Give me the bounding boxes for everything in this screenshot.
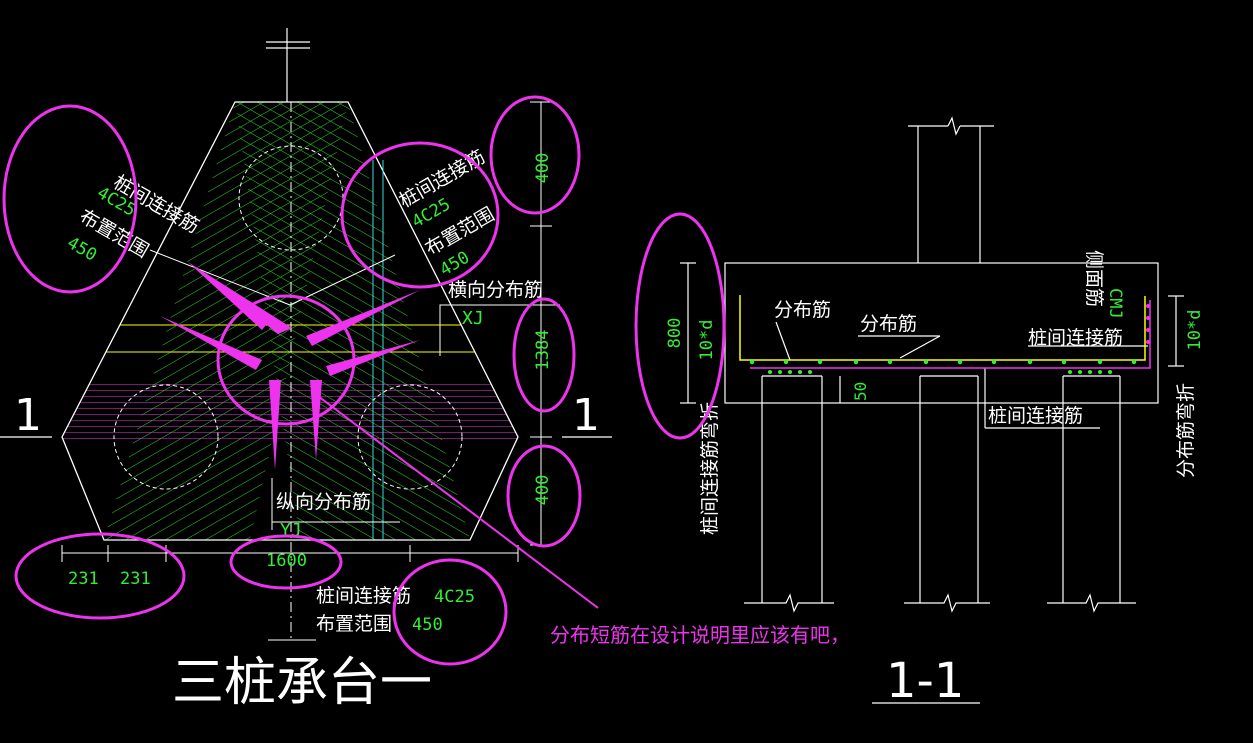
dim-bend-right: 10*d xyxy=(1185,310,1205,351)
plan-view: 1 1 400 1384 400 231 231 1600 xyxy=(0,28,612,713)
side-rebar-dot xyxy=(1146,328,1150,332)
column-break-symbol xyxy=(266,28,310,102)
rebar-dot xyxy=(1108,370,1112,374)
rebar-dot xyxy=(778,370,782,374)
bend-left-label: 桩间连接筋弯折 xyxy=(699,402,721,535)
rebar-dot xyxy=(1061,359,1067,365)
dim-left-a: 231 xyxy=(68,569,99,589)
rebar-dot xyxy=(887,359,893,365)
side-rebar-dot xyxy=(1146,340,1150,344)
review-arrows xyxy=(160,262,420,470)
svg-text:1: 1 xyxy=(14,390,42,441)
pile-cap-outline xyxy=(61,101,519,541)
side-rebar-dot xyxy=(1146,304,1150,308)
rebar-dots xyxy=(749,304,1150,374)
rebar-dot xyxy=(788,370,792,374)
dim-middle: 1384 xyxy=(533,330,553,371)
bottom-conn-label: 桩间连接筋 xyxy=(316,585,411,607)
side-rebar-dot xyxy=(1146,316,1150,320)
svg-text:1: 1 xyxy=(572,390,600,441)
section-mark-left: 1 xyxy=(0,390,52,441)
rebar-dot xyxy=(991,359,997,365)
xj-label: XJ xyxy=(462,308,484,329)
rebar-dot xyxy=(1097,359,1103,365)
rebar-dot xyxy=(768,370,772,374)
bottom-range-value: 450 xyxy=(412,615,443,635)
side-code: CMJ xyxy=(1105,288,1125,319)
dim-left-b: 231 xyxy=(120,569,151,589)
dist-label-1: 分布筋 xyxy=(774,299,831,321)
rebar-dot xyxy=(783,359,789,365)
longitudinal-label: 纵向分布筋 xyxy=(276,491,371,513)
conn-top-label: 桩间连接筋 xyxy=(1028,327,1123,349)
plan-title: 三桩承台一 xyxy=(172,653,432,713)
side-label: 侧面筋 xyxy=(1083,250,1105,307)
rebar-dot xyxy=(957,359,963,365)
rebar-dot xyxy=(853,359,859,365)
left-range-value: 450 xyxy=(64,233,101,266)
rebar-dot xyxy=(1131,359,1137,365)
conn-bottom-label: 桩间连接筋 xyxy=(988,405,1083,427)
dim-bottom: 400 xyxy=(533,475,553,506)
rebar-dot xyxy=(749,359,755,365)
section-title: 1-1 xyxy=(886,653,964,709)
dim-top: 400 xyxy=(533,153,553,184)
bend-right-label: 分布筋弯折 xyxy=(1175,383,1197,478)
rebar-dot xyxy=(1088,370,1092,374)
rebar-dot xyxy=(798,370,802,374)
horizontal-dimension xyxy=(61,545,519,562)
dim-bend-left: 10*d xyxy=(697,320,717,361)
review-comment: 分布短筋在设计说明里应该有吧， xyxy=(550,623,850,647)
rebar-dot xyxy=(808,370,812,374)
rebar-dot xyxy=(1068,370,1072,374)
section-mark-right: 1 xyxy=(562,390,612,441)
bottom-conn-spec: 4C25 xyxy=(434,587,475,607)
rebar-dot xyxy=(817,359,823,365)
bottom-range-label: 布置范围 xyxy=(316,613,392,635)
rebar-dot xyxy=(1027,359,1033,365)
dim-height: 800 xyxy=(665,318,685,349)
pile-left xyxy=(113,384,219,490)
review-markup xyxy=(2,95,726,666)
pile-right xyxy=(357,384,463,490)
transverse-label: 横向分布筋 xyxy=(448,279,543,301)
rebar-dot xyxy=(1098,370,1102,374)
dist-label-2: 分布筋 xyxy=(860,313,917,335)
section-view: 800 10*d 桩间连接筋弯折 分布筋 分布筋 桩间连接筋 侧面筋 CMJ 1… xyxy=(665,116,1205,709)
dim-width: 1600 xyxy=(266,551,307,571)
rebar-dot xyxy=(923,359,929,365)
dim-cover: 50 xyxy=(851,382,870,401)
rebar-dot xyxy=(1078,370,1082,374)
